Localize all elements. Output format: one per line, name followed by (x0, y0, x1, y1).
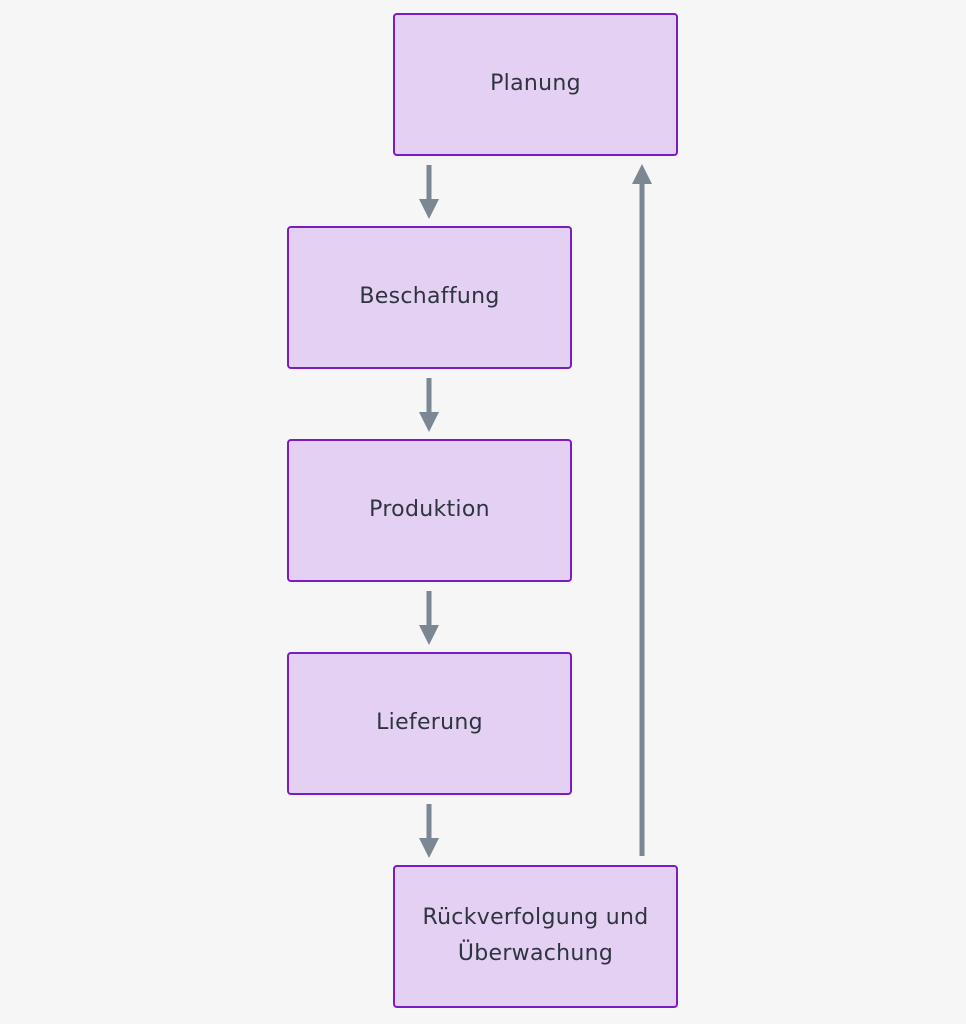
node-label-beschaffung: Beschaffung (359, 283, 500, 309)
node-planung: Planung (393, 13, 678, 156)
node-label-rueckverfolgung-und-ueberwachung: Rückverfolgung und Überwachung (422, 904, 649, 966)
node-beschaffung: Beschaffung (287, 226, 572, 369)
node-label-lieferung: Lieferung (376, 709, 483, 735)
node-label-produktion: Produktion (369, 496, 490, 522)
node-rueckverfolgung-und-ueberwachung: Rückverfolgung und Überwachung (393, 865, 678, 1008)
node-label-planung: Planung (490, 70, 581, 96)
node-lieferung: Lieferung (287, 652, 572, 795)
node-produktion: Produktion (287, 439, 572, 582)
